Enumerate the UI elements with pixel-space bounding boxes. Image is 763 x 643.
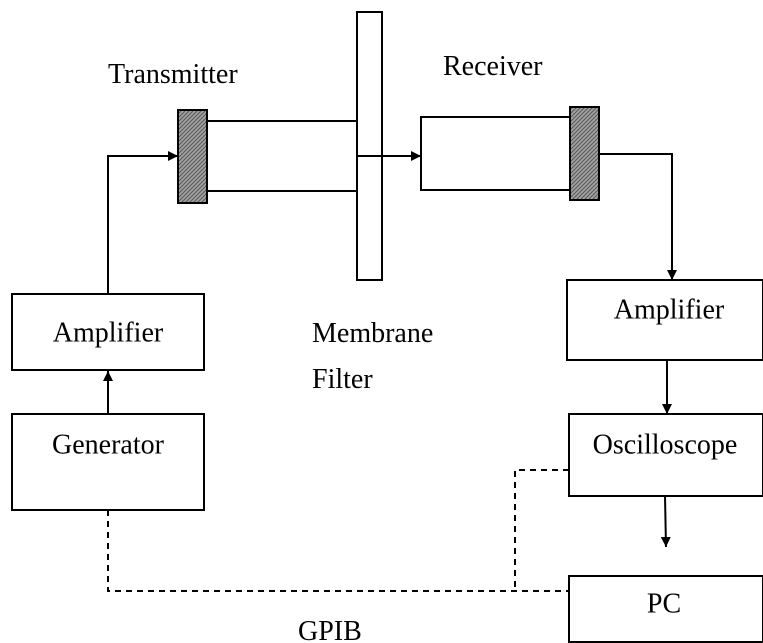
- pc-block: PC: [568, 575, 763, 643]
- oscilloscope-label: Oscilloscope: [593, 429, 738, 460]
- receiver-element: [569, 106, 600, 201]
- receiver-body: [420, 116, 571, 191]
- gpib-oscilloscope-link: [514, 469, 569, 591]
- transmitter-body: [206, 120, 358, 192]
- membrane-filter-label-line2: Filter: [312, 364, 373, 395]
- amplifier-right-label: Amplifier: [614, 294, 725, 325]
- receiver-label: Receiver: [443, 51, 543, 82]
- amplifier-right-block: Amplifier: [566, 279, 763, 361]
- membrane-filter-label-line1: Membrane: [312, 318, 433, 349]
- amplifier-left-label: Amplifier: [53, 317, 164, 348]
- gpib-bus-line: [107, 510, 569, 592]
- transmitter-transducer: [177, 109, 358, 204]
- receiver-transducer: [420, 106, 600, 201]
- transmitter-element: [177, 109, 208, 204]
- amplifier-to-transmitter-arrow: [107, 151, 178, 294]
- amplifier-left-block: Amplifier: [11, 293, 205, 371]
- transmitter-label: Transmitter: [108, 59, 238, 90]
- membrane-filter: [356, 11, 383, 281]
- generator-label: Generator: [52, 429, 165, 460]
- pc-label: PC: [647, 588, 681, 619]
- gpib-label: GPIB: [298, 616, 362, 643]
- generator-block: Generator: [11, 413, 205, 511]
- receiver-to-amplifier-arrow: [599, 153, 677, 280]
- oscilloscope-to-pc-arrow: [660, 495, 671, 548]
- oscilloscope-block: Oscilloscope: [568, 413, 763, 497]
